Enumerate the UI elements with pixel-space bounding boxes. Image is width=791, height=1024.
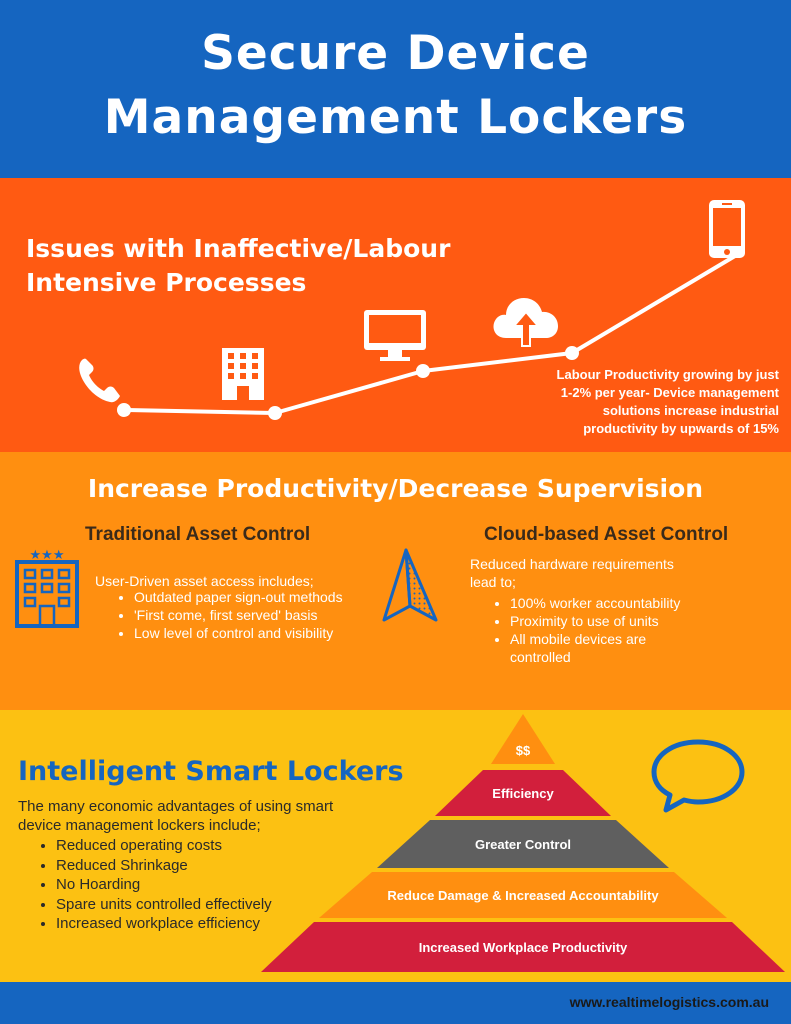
website-link[interactable]: www.realtimelogistics.com.au bbox=[569, 994, 769, 1010]
pyramid-layer-efficiency bbox=[435, 770, 611, 816]
issues-heading: Issues with Inaffective/Labour Intensive… bbox=[26, 232, 526, 300]
growth-point bbox=[565, 346, 579, 360]
footer-bar bbox=[0, 982, 791, 1024]
pyramid-label: $$ bbox=[516, 743, 531, 758]
page-title-line2: Management Lockers bbox=[103, 90, 688, 145]
monitor-icon bbox=[364, 310, 426, 361]
growth-point bbox=[268, 406, 282, 420]
smartphone-icon bbox=[709, 200, 745, 258]
cloud-title: Cloud-based Asset Control bbox=[484, 524, 729, 545]
pyramid-label: Increased Workplace Productivity bbox=[419, 940, 628, 955]
list-item: 'First come, first served' basis bbox=[134, 606, 343, 624]
pyramid-label: Greater Control bbox=[475, 837, 571, 852]
benefits-pyramid: $$ Efficiency Greater Control Reduce Dam… bbox=[261, 714, 785, 972]
list-item: Spare units controlled effectively bbox=[56, 895, 272, 915]
growth-point bbox=[117, 403, 131, 417]
list-item: Increased workplace efficiency bbox=[56, 914, 272, 934]
stat-line: productivity by upwards of 15% bbox=[583, 421, 779, 436]
lockers-intro-line2: device management lockers include; bbox=[18, 817, 261, 834]
issues-heading-line1: Issues with Inaffective/Labour bbox=[26, 234, 451, 263]
cloud-intro-line1: Reduced hardware requirements bbox=[470, 556, 674, 572]
list-item: 100% worker accountability bbox=[510, 594, 750, 612]
growth-line-graphic bbox=[79, 200, 745, 420]
hotel-building-icon: ★★★ bbox=[15, 548, 79, 628]
building-icon bbox=[222, 348, 264, 400]
issues-heading-line2: Intensive Processes bbox=[26, 268, 307, 297]
cloud-intro-line2: lead to; bbox=[470, 574, 516, 590]
pyramid-layer-damage bbox=[319, 872, 727, 918]
speech-bubble-icon bbox=[651, 739, 745, 813]
lockers-intro: The many economic advantages of using sm… bbox=[18, 797, 378, 835]
svg-text:★★★: ★★★ bbox=[30, 548, 65, 563]
cloud-list: 100% worker accountability Proximity to … bbox=[492, 594, 750, 666]
traditional-intro: User-Driven asset access includes; bbox=[95, 573, 314, 589]
list-item: All mobile devices are controlled bbox=[510, 630, 680, 666]
phone-icon bbox=[79, 358, 120, 403]
pyramid-layer-control bbox=[377, 820, 669, 868]
location-arrow-icon bbox=[382, 548, 438, 622]
productivity-stat: Labour Productivity growing by just 1-2%… bbox=[479, 366, 779, 438]
lockers-heading: Intelligent Smart Lockers bbox=[18, 756, 404, 787]
stat-line: 1-2% per year- Device management bbox=[560, 385, 779, 400]
lockers-benefits-list: Reduced operating costs Reduced Shrinkag… bbox=[38, 836, 272, 934]
list-item: Reduced operating costs bbox=[56, 836, 272, 856]
header-banner bbox=[0, 0, 791, 178]
productivity-heading: Increase Productivity/Decrease Supervisi… bbox=[87, 474, 704, 503]
list-item: Outdated paper sign-out methods bbox=[134, 588, 343, 606]
pyramid-layer-top bbox=[491, 714, 555, 764]
pyramid-label: Reduce Damage & Increased Accountability bbox=[387, 888, 659, 903]
growth-point bbox=[416, 364, 430, 378]
lockers-intro-line1: The many economic advantages of using sm… bbox=[18, 798, 334, 815]
list-item: Low level of control and visibility bbox=[134, 624, 343, 642]
list-item: Reduced Shrinkage bbox=[56, 856, 272, 876]
pyramid-layer-productivity bbox=[261, 922, 785, 972]
page-title-line1: Secure Device bbox=[201, 26, 590, 81]
list-item: No Hoarding bbox=[56, 875, 272, 895]
stat-line: Labour Productivity growing by just bbox=[556, 367, 779, 382]
traditional-list: Outdated paper sign-out methods 'First c… bbox=[116, 588, 343, 642]
cloud-intro: Reduced hardware requirements lead to; bbox=[470, 555, 730, 591]
cloud-upload-icon bbox=[493, 298, 558, 347]
pyramid-label: Efficiency bbox=[492, 786, 554, 801]
list-item: Proximity to use of units bbox=[510, 612, 750, 630]
traditional-title: Traditional Asset Control bbox=[85, 524, 311, 545]
stat-line: solutions increase industrial bbox=[602, 403, 779, 418]
